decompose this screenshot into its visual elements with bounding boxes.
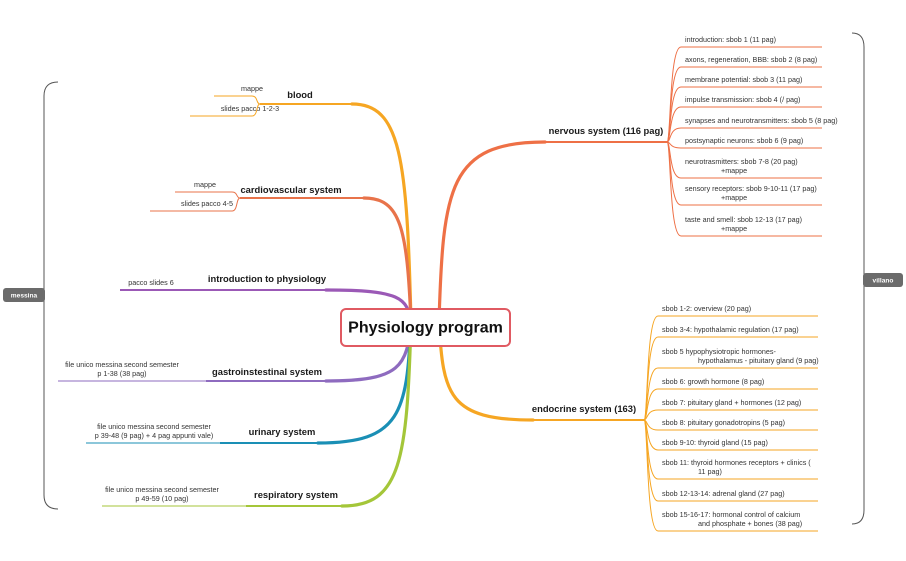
leaf-blood-1[interactable]: slides pacco 1-2-3 [190, 103, 279, 117]
leaf-endocrine-9[interactable]: sbob 15-16-17: hormonal control of calci… [643, 419, 818, 532]
connector-nervous [437, 140, 547, 324]
leaf-text-nervous-1: axons, regeneration, BBB: sbob 2 (8 pag) [685, 55, 817, 64]
leaf-blood-0[interactable]: mappe [214, 84, 263, 105]
leaf-text-endocrine-7: sbob 11: thyroid hormones receptors + cl… [662, 458, 811, 476]
connector-respiratory [340, 320, 413, 508]
leaf-text-endocrine-5: sbob 8: pituitary gonadotropins (5 pag) [662, 418, 785, 427]
left-group-bracket [43, 81, 59, 510]
leaf-text-endocrine-3: sbob 6: growth hormone (8 pag) [662, 377, 764, 386]
branch-urinary[interactable]: urinary system [249, 426, 316, 437]
branch-title-urinary: urinary system [249, 426, 316, 437]
branch-title-intro: introduction to physiology [208, 273, 327, 284]
leaf-text-blood-1: slides pacco 1-2-3 [221, 104, 279, 113]
leaf-text-endocrine-6: sbob 9-10: thyroid gland (15 pag) [662, 438, 768, 447]
branch-title-respiratory: respiratory system [254, 489, 338, 500]
left-group-label: messina [11, 293, 38, 300]
branch-gastro[interactable]: gastroinstestinal system [212, 366, 322, 377]
leaf-text-endocrine-2: sbob 5 hypophysiotropic hormones-hypotha… [662, 347, 819, 365]
leaf-connector-nervous-4 [666, 127, 682, 143]
leaf-text-endocrine-9: sbob 15-16-17: hormonal control of calci… [662, 510, 802, 528]
leaf-text-endocrine-0: sbob 1-2: overview (20 pag) [662, 304, 751, 313]
leaf-text-nervous-2: membrane potential: sbob 3 (11 pag) [685, 75, 802, 84]
branch-cardiovascular[interactable]: cardiovascular system [240, 184, 341, 195]
leaf-connector-endocrine-3 [643, 388, 659, 421]
leaf-text-nervous-4: synapses and neurotransmitters: sbob 5 (… [685, 116, 838, 125]
leaf-endocrine-4[interactable]: sbob 7: pituitary gland + hormones (12 p… [643, 398, 818, 421]
leaf-text-endocrine-4: sbob 7: pituitary gland + hormones (12 p… [662, 398, 801, 407]
branch-nervous[interactable]: nervous system (116 pag) [549, 125, 664, 136]
leaf-connector-cardiovascular-0 [231, 191, 241, 199]
branch-blood[interactable]: blood [287, 89, 313, 100]
leaf-text-nervous-8: taste and smell: sbob 12-13 (17 pag)+map… [685, 215, 802, 233]
leaf-nervous-5[interactable]: postsynaptic neurons: sbob 6 (9 pag) [666, 136, 822, 149]
leaf-connector-blood-0 [251, 95, 261, 105]
leaf-text-cardiovascular-0: mappe [194, 180, 216, 189]
right-group-label: villano [873, 278, 894, 285]
leaf-nervous-6[interactable]: neurotrasmitters: sbob 7-8 (20 pag)+mapp… [666, 141, 822, 179]
leaf-text-nervous-7: sensory receptors: sbob 9-10-11 (17 pag)… [685, 184, 817, 202]
leaf-connector-nervous-8 [666, 141, 682, 237]
leaf-text-nervous-5: postsynaptic neurons: sbob 6 (9 pag) [685, 136, 803, 145]
leaf-nervous-4[interactable]: synapses and neurotransmitters: sbob 5 (… [666, 116, 838, 143]
leaf-nervous-8[interactable]: taste and smell: sbob 12-13 (17 pag)+map… [666, 141, 822, 237]
leaf-intro-0[interactable]: pacco slides 6 [120, 278, 174, 290]
branch-title-cardiovascular: cardiovascular system [240, 184, 341, 195]
central-topic[interactable]: Physiology program [340, 308, 511, 347]
leaf-connector-nervous-2 [666, 86, 682, 143]
leaf-text-nervous-3: impulse transmission: sbob 4 (/ pag) [685, 95, 800, 104]
leaf-connector-blood-1 [251, 103, 261, 117]
leaf-endocrine-5[interactable]: sbob 8: pituitary gonadotropins (5 pag) [643, 418, 818, 431]
branch-title-nervous: nervous system (116 pag) [549, 125, 664, 136]
leaf-nervous-0[interactable]: introduction: sbob 1 (11 pag) [666, 35, 822, 143]
leaf-text-endocrine-1: sbob 3-4: hypothalamic regulation (17 pa… [662, 325, 799, 334]
branch-title-blood: blood [287, 89, 313, 100]
leaf-cardiovascular-0[interactable]: mappe [175, 180, 241, 199]
branch-endocrine[interactable]: endocrine system (163) [532, 403, 636, 414]
leaf-text-endocrine-8: sbob 12-13-14: adrenal gland (27 pag) [662, 489, 785, 498]
leaf-endocrine-3[interactable]: sbob 6: growth hormone (8 pag) [643, 377, 818, 421]
branch-title-gastro: gastroinstestinal system [212, 366, 322, 377]
connector-blood [350, 102, 413, 324]
branch-title-endocrine: endocrine system (163) [532, 403, 636, 414]
left-group-badge[interactable]: messina [3, 288, 45, 302]
leaf-nervous-2[interactable]: membrane potential: sbob 3 (11 pag) [666, 75, 822, 143]
leaf-connector-cardiovascular-1 [231, 197, 241, 212]
branch-intro[interactable]: introduction to physiology [208, 273, 327, 284]
connector-cardiovascular [362, 196, 413, 324]
right-group-bracket [851, 32, 865, 525]
leaf-text-nervous-6: neurotrasmitters: sbob 7-8 (20 pag)+mapp… [685, 157, 798, 175]
leaf-cardiovascular-1[interactable]: slides pacco 4-5 [150, 197, 241, 212]
right-group-badge[interactable]: villano [863, 273, 903, 287]
leaf-text-nervous-0: introduction: sbob 1 (11 pag) [685, 35, 776, 44]
leaf-text-blood-0: mappe [241, 84, 263, 93]
branch-respiratory[interactable]: respiratory system [254, 489, 338, 500]
central-topic-title: Physiology program [348, 320, 503, 337]
leaf-connector-endocrine-9 [643, 419, 659, 532]
leaf-text-cardiovascular-1: slides pacco 4-5 [181, 199, 233, 208]
leaf-text-intro-0: pacco slides 6 [128, 278, 174, 287]
